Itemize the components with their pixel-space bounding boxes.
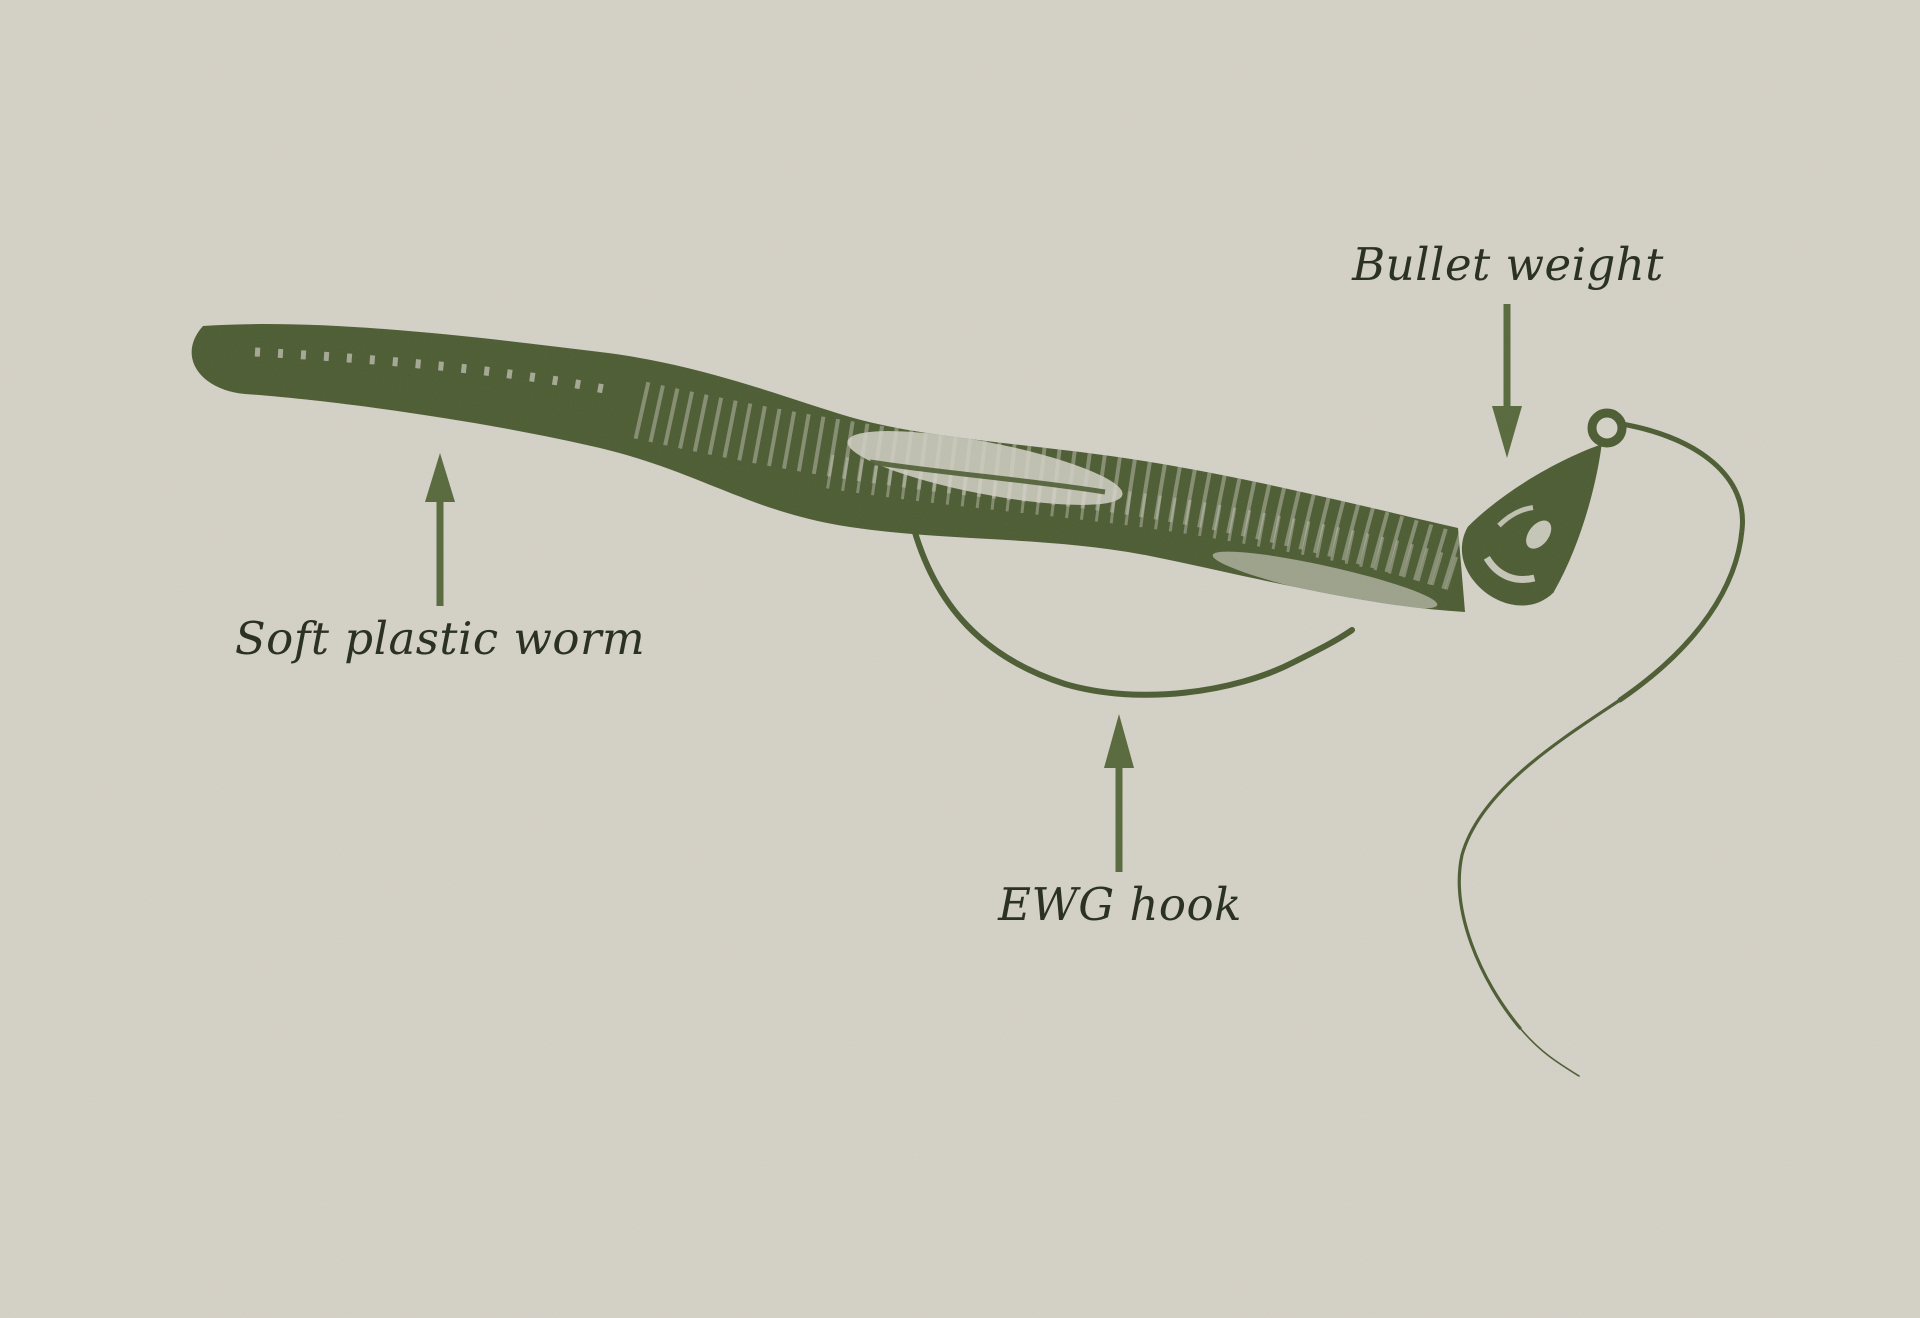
label-ewg-hook: EWG hook <box>998 878 1242 931</box>
label-bullet-weight: Bullet weight <box>1352 238 1664 291</box>
label-soft-plastic-worm: Soft plastic worm <box>234 612 646 665</box>
